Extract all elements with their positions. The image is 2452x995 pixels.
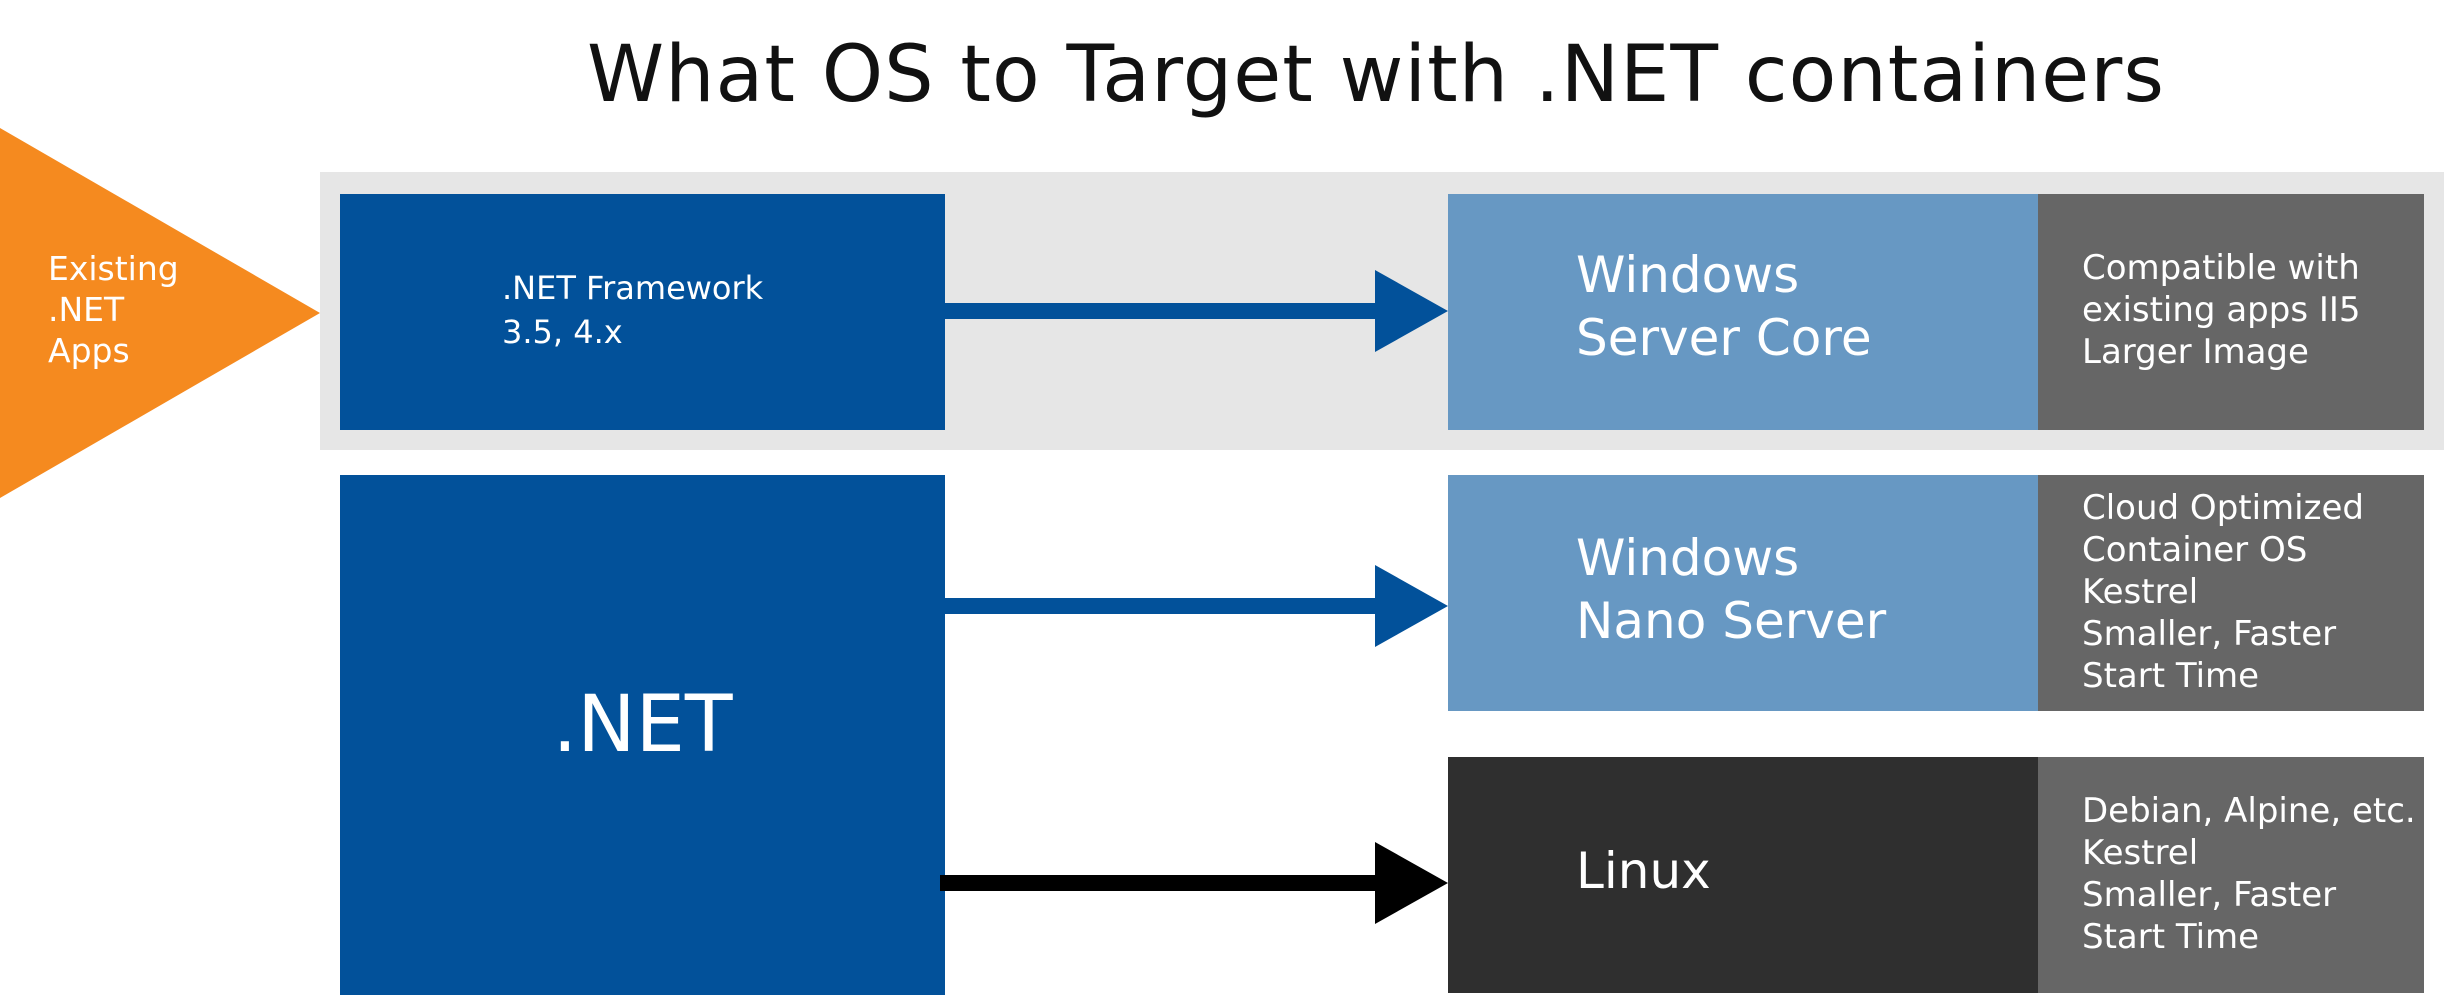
windows-server-core-notes-box — [2038, 194, 2424, 430]
arrow-framework-to-server-core — [945, 270, 1448, 352]
windows-nano-server-label: Windows Nano Server — [1576, 529, 1887, 650]
dotnet-label: .NET — [552, 680, 733, 770]
linux-notes-box — [2038, 757, 2424, 993]
dotnet-framework-box — [340, 194, 945, 430]
arrow-dotnet-to-linux — [940, 842, 1448, 924]
existing-apps-label: Existing .NET Apps — [48, 249, 179, 370]
windows-nano-server-box — [1448, 475, 2038, 711]
linux-label: Linux — [1576, 842, 1711, 900]
page-title: What OS to Target with .NET containers — [586, 30, 2165, 120]
windows-server-core-label: Windows Server Core — [1576, 246, 1872, 367]
windows-server-core-notes: Compatible with existing apps II5 Larger… — [2082, 248, 2361, 372]
linux-box — [1448, 757, 2038, 993]
linux-notes: Debian, Alpine, etc. Kestrel Smaller, Fa… — [2082, 791, 2416, 957]
windows-nano-server-notes: Cloud Optimized Container OS Kestrel Sma… — [2082, 488, 2364, 696]
windows-nano-server-notes-box — [2038, 475, 2424, 711]
existing-apps-pointer — [0, 128, 320, 498]
arrow-dotnet-to-nano-server — [945, 565, 1448, 647]
windows-server-core-box — [1448, 194, 2038, 430]
dotnet-framework-label: .NET Framework 3.5, 4.x — [502, 269, 764, 351]
dotnet-box — [340, 475, 945, 995]
